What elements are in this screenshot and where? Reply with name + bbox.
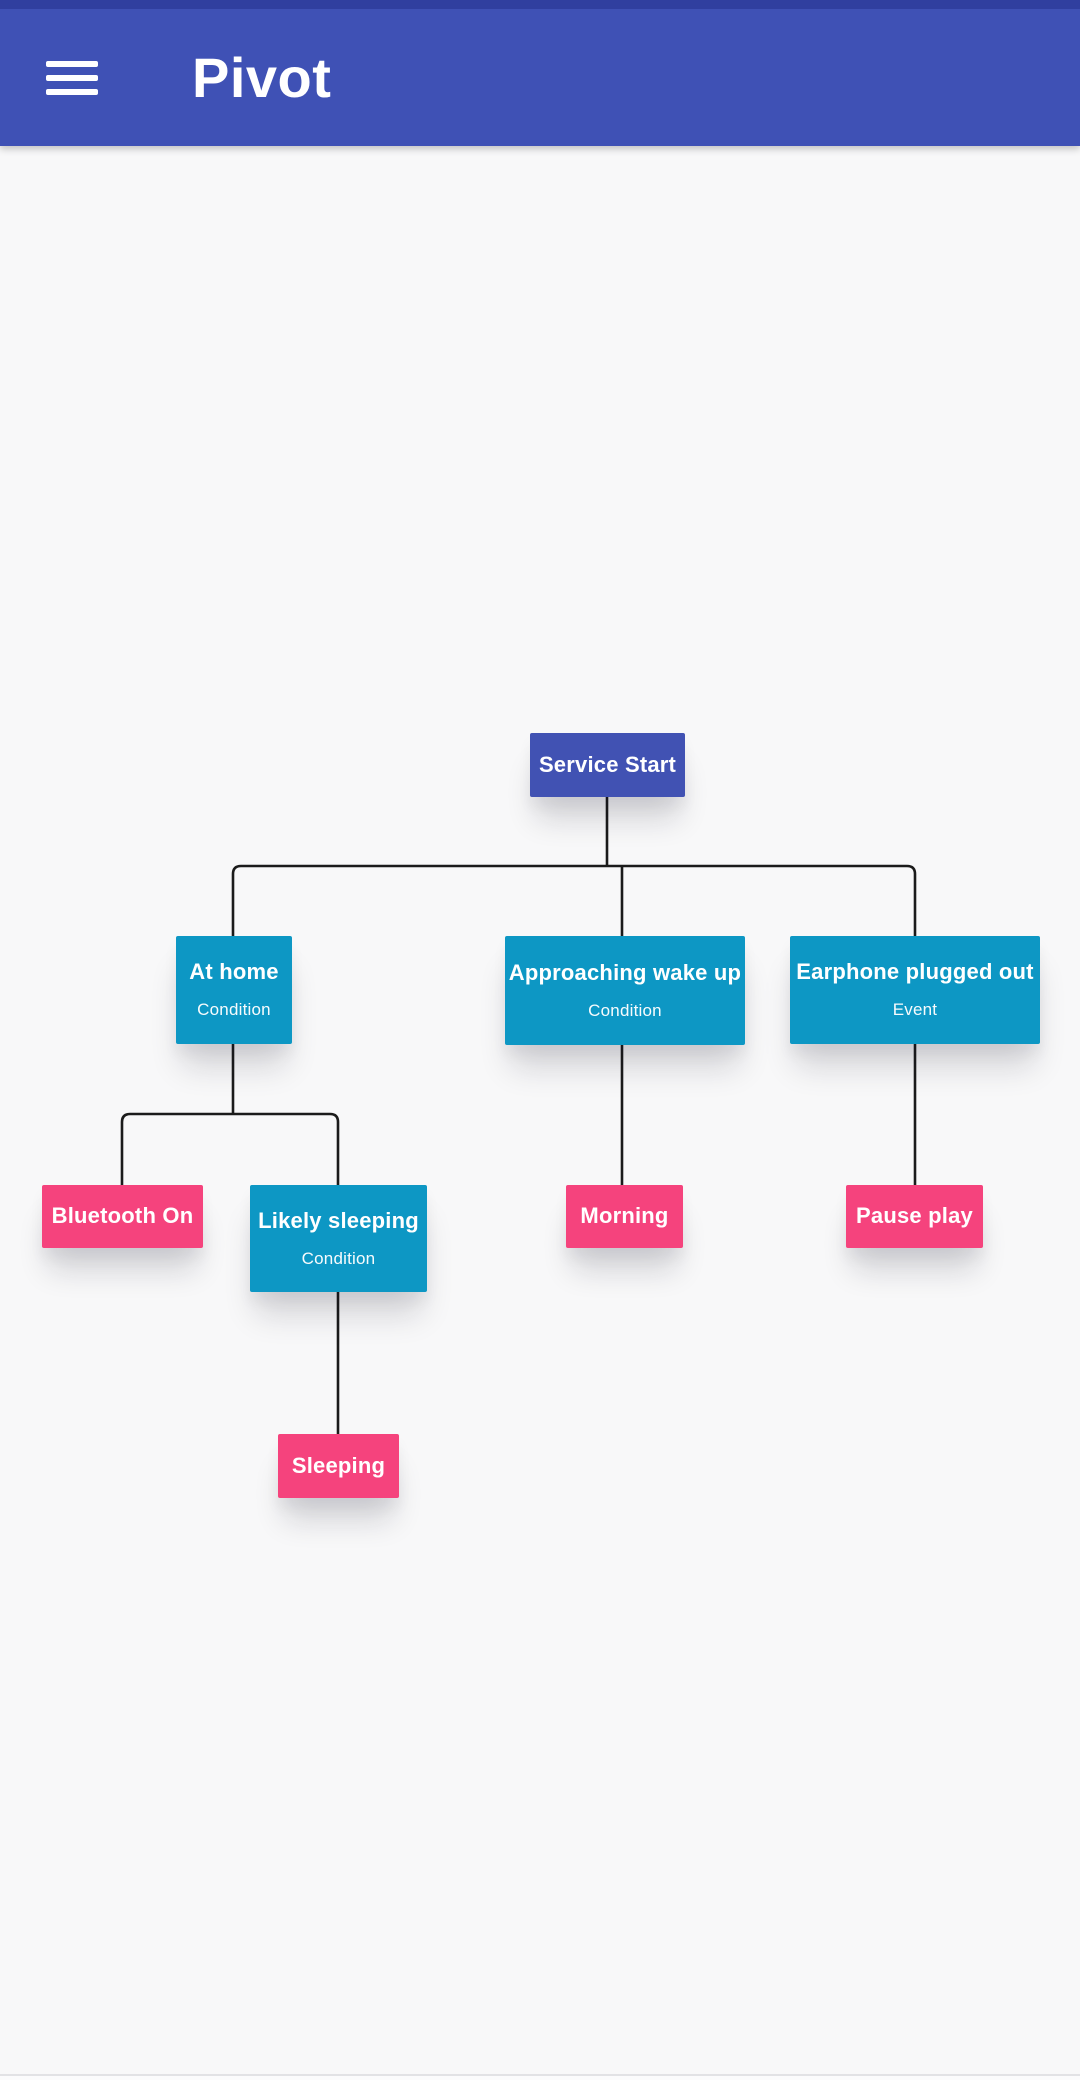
node-approaching-wake-up[interactable]: Approaching wake up Condition	[505, 936, 745, 1045]
node-morning[interactable]: Morning	[566, 1185, 683, 1248]
edge-bus2	[120, 1112, 340, 1186]
app-title: Pivot	[192, 46, 332, 109]
node-title: Bluetooth On	[51, 1203, 194, 1229]
edge-bus1	[231, 864, 917, 938]
bottom-divider	[0, 2074, 1080, 2076]
node-title: Approaching wake up	[508, 959, 742, 985]
node-at-home[interactable]: At home Condition	[176, 936, 292, 1044]
node-sleeping[interactable]: Sleeping	[278, 1434, 399, 1498]
node-subtitle: Event	[892, 1000, 938, 1020]
hamburger-menu-icon[interactable]	[46, 61, 98, 95]
app-bar: Pivot	[0, 9, 1080, 146]
node-subtitle: Condition	[588, 1000, 662, 1020]
node-title: Likely sleeping	[258, 1207, 419, 1233]
node-title: At home	[189, 959, 279, 985]
node-title: Sleeping	[291, 1452, 386, 1478]
node-title: Pause play	[856, 1203, 973, 1229]
menu-bar	[46, 89, 98, 95]
node-likely-sleeping[interactable]: Likely sleeping Condition	[250, 1185, 427, 1292]
menu-bar	[46, 75, 98, 81]
status-bar	[0, 0, 1080, 9]
node-subtitle: Condition	[301, 1248, 376, 1268]
node-earphone-plugged-out[interactable]: Earphone plugged out Event	[790, 936, 1040, 1044]
bottom-strip	[0, 2076, 1080, 2080]
node-subtitle: Condition	[197, 1000, 271, 1020]
node-title: Morning	[580, 1203, 669, 1229]
node-pause-play[interactable]: Pause play	[846, 1185, 983, 1248]
node-title: Service Start	[538, 751, 677, 777]
menu-bar	[46, 61, 98, 67]
node-bluetooth-on[interactable]: Bluetooth On	[42, 1185, 203, 1248]
node-title: Earphone plugged out	[796, 959, 1034, 985]
node-service-start[interactable]: Service Start	[530, 733, 685, 797]
tree-canvas[interactable]: Service Start At home Condition Approach…	[0, 146, 1080, 2076]
